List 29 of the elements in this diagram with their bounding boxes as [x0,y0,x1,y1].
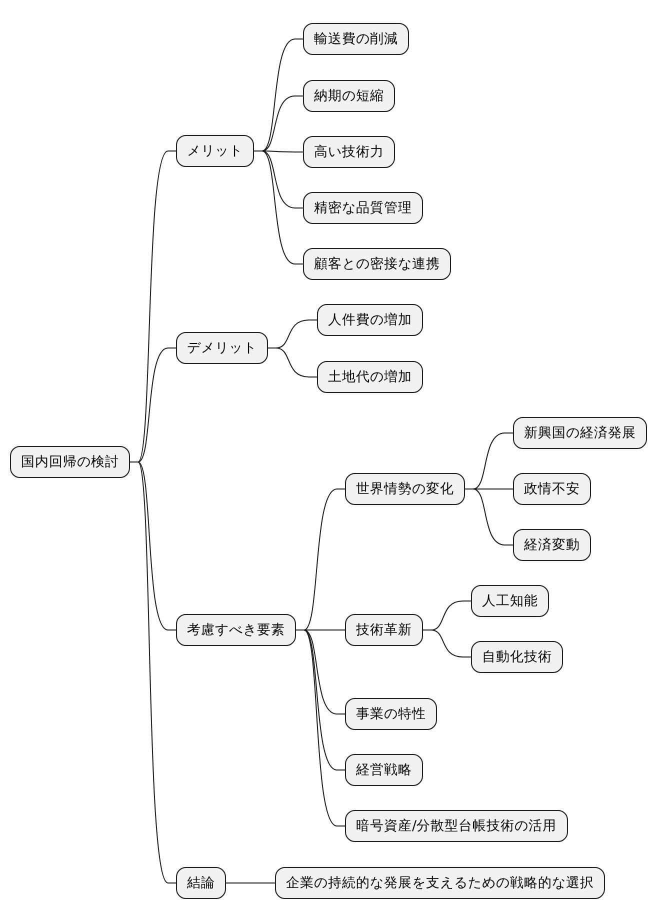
topic-box: 顧客との密接な連携 [303,248,451,280]
topic-box: 経済変動 [513,529,591,561]
topic-box: メリット [176,135,254,167]
topic-box: 精密な品質管理 [303,192,423,224]
connector-line [464,488,514,546]
connector-line [296,630,346,826]
topic-box: デメリット [176,332,268,364]
topic-box: 輸送費の削減 [303,23,409,55]
topic-box: 世界情勢の変化 [345,473,465,505]
topic-box: 人工知能 [471,585,549,617]
connector-line [422,630,472,658]
topic-box: 暗号資産/分散型台帳技術の活用 [345,810,568,842]
connector-line [254,150,304,264]
topic-box: 人件費の増加 [317,304,423,336]
topic-box: 高い技術力 [303,136,395,168]
topic-box: 納期の短縮 [303,80,395,112]
topic-box: 新興国の経済発展 [513,417,647,449]
topic-box: 政情不安 [513,473,591,505]
topic-box: 考慮すべき要素 [176,614,296,646]
topic-box: 企業の持続的な発展を支えるための戦略的な選択 [275,867,605,899]
topic-box: 技術革新 [345,614,423,646]
topic-box: 自動化技術 [471,641,563,673]
topic-box: 経営戦略 [345,754,423,786]
topic-box: 国内回帰の検討 [10,446,130,478]
connector-line [268,348,318,378]
connector-line [226,882,276,884]
topic-box: 土地代の増加 [317,361,423,393]
topic-box: 事業の特性 [345,698,437,730]
topic-box: 結論 [176,867,226,899]
